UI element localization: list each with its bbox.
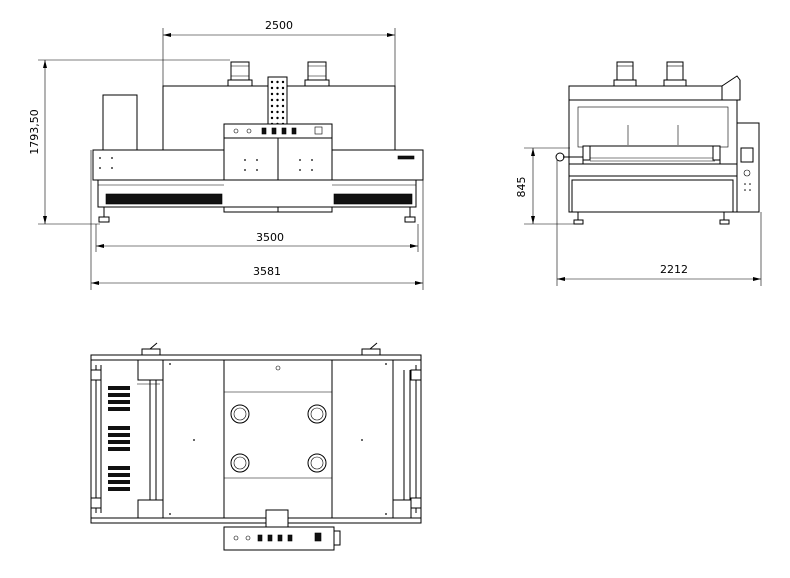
top-right-end (392, 359, 422, 519)
dim-3500-label: 3500 (256, 231, 284, 244)
front-view: 2500 1793,50 (28, 19, 424, 290)
dimension-3581: 3581 (90, 150, 424, 290)
dimension-2212: 2212 (556, 160, 762, 286)
top-handles (141, 342, 381, 356)
dimension-3500: 3500 (95, 224, 419, 252)
motor-right (304, 61, 330, 87)
fan-bottom-right (307, 453, 327, 473)
motor-left (227, 61, 253, 87)
dim-845-label: 845 (515, 177, 528, 198)
side-lower-bin (571, 179, 734, 213)
conveyor-left (105, 193, 223, 205)
dim-2212-label: 2212 (660, 263, 688, 276)
conveyor-right (333, 193, 413, 205)
dimension-2500: 2500 (162, 19, 396, 86)
side-exhaust (721, 75, 741, 101)
side-hood (568, 85, 738, 101)
fan-top-right (307, 404, 327, 424)
top-center-panel (223, 359, 333, 519)
dimension-845: 845 (515, 147, 576, 225)
vent-slots (108, 386, 130, 491)
top-view (90, 342, 422, 551)
dim-2500-label: 2500 (265, 19, 293, 32)
control-panel (223, 123, 333, 139)
side-box (102, 94, 138, 151)
top-control-panel (223, 509, 341, 551)
dim-3581-label: 3581 (253, 265, 281, 278)
side-control-cabinet (736, 122, 760, 213)
cabinet-dots (244, 159, 313, 171)
body-label-plate (397, 155, 415, 160)
body-left-dots (99, 157, 113, 169)
side-motor-left (613, 61, 637, 87)
perforated-column (267, 76, 288, 130)
fan-top-left (230, 404, 250, 424)
fan-bottom-left (230, 453, 250, 473)
dim-1793-label: 1793,50 (28, 109, 41, 155)
side-motor-right (663, 61, 687, 87)
dimension-1793: 1793,50 (28, 59, 230, 225)
side-view: 845 2212 (515, 61, 762, 286)
legs (98, 207, 416, 223)
